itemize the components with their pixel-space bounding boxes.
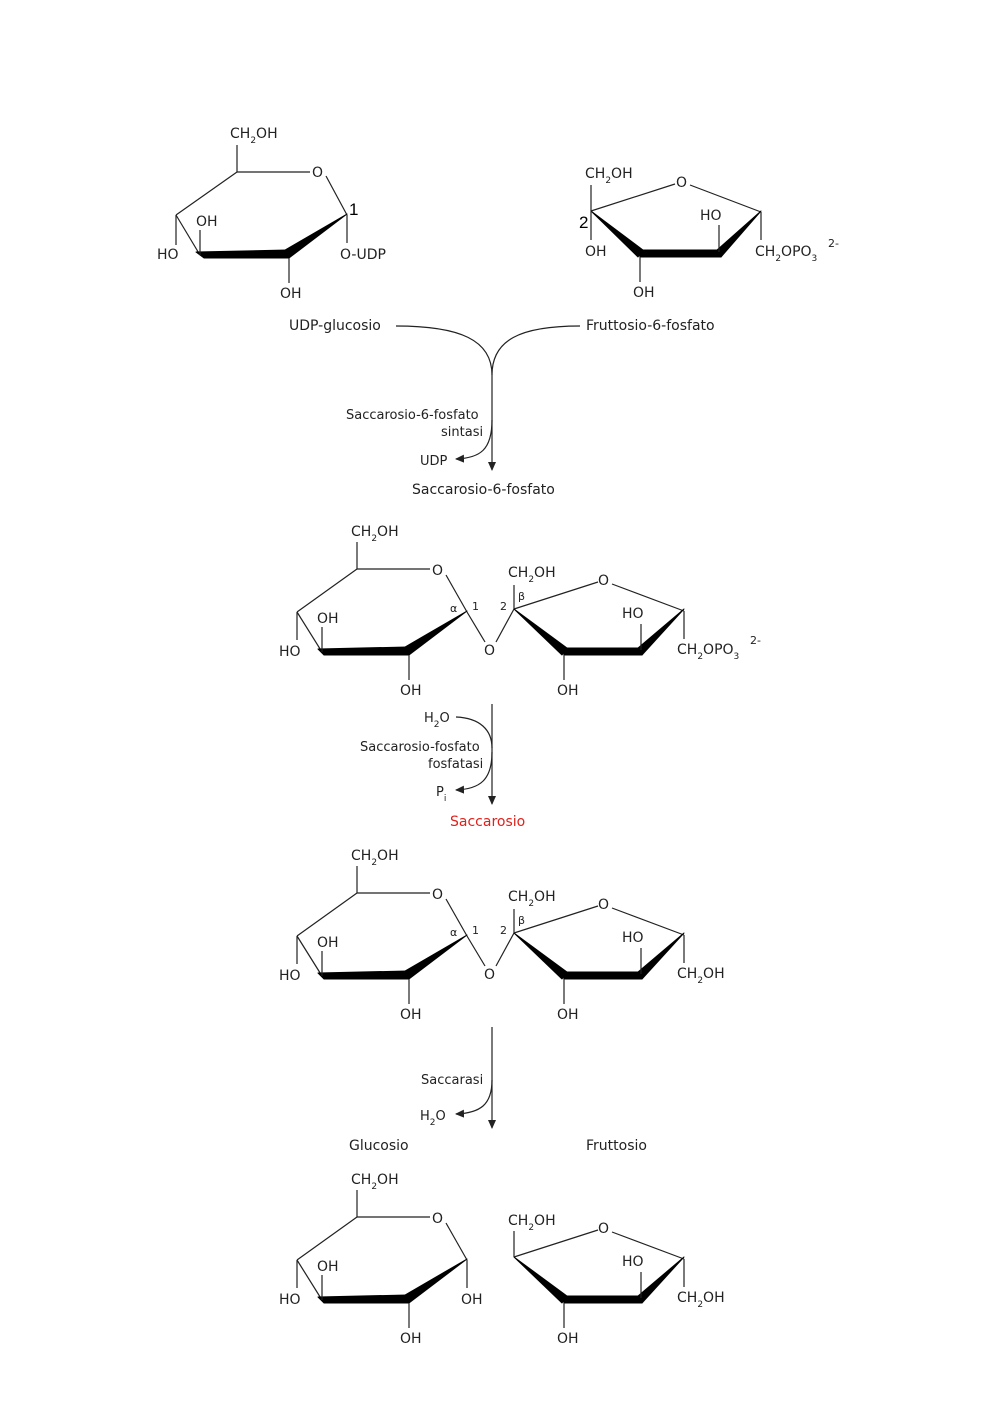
ring-oxygen: O bbox=[598, 573, 609, 589]
ho-text: HO bbox=[622, 930, 644, 946]
fructose-6-phosphate-label: Fruttosio-6-fosfato bbox=[586, 318, 715, 334]
ring-oxygen: O bbox=[432, 887, 443, 903]
glucose-structure: CH2OH O OH HO OH OH bbox=[279, 1172, 483, 1347]
ho-text: HO bbox=[700, 208, 722, 224]
udp-byproduct: UDP bbox=[420, 454, 448, 469]
charge-text: 2- bbox=[750, 634, 761, 647]
step3-reaction: Saccarasi H2O Glucosio Fruttosio bbox=[349, 1027, 647, 1154]
beta-label: β bbox=[518, 914, 525, 927]
step1-reaction: UDP-glucosio Fruttosio-6-fosfato Saccaro… bbox=[289, 318, 715, 498]
carbon-1-number: 1 bbox=[472, 924, 479, 937]
oh-text: OH bbox=[557, 1331, 579, 1347]
ch2opo3-text: CH2OPO3 bbox=[677, 642, 739, 662]
carbon-1-number: 1 bbox=[349, 200, 358, 219]
phosphate-byproduct: Pi bbox=[436, 785, 446, 804]
carbon-1-number: 1 bbox=[472, 600, 479, 613]
sucrose-structure: CH2OH O OH HO OH α 1 O 2 CH2OH β O HO OH… bbox=[279, 848, 725, 1023]
oh-text: OH bbox=[400, 1007, 422, 1023]
carbon-2-number: 2 bbox=[579, 213, 588, 232]
sucrose-label: Saccarosio bbox=[450, 814, 525, 830]
glycosidic-oxygen: O bbox=[484, 643, 495, 659]
udp-glucose-structure: CH2OH O 1 OH HO OH O-UDP bbox=[157, 126, 386, 302]
glucose-label: Glucosio bbox=[349, 1138, 409, 1154]
carbon-2-number: 2 bbox=[500, 924, 507, 937]
ring-oxygen: O bbox=[432, 1211, 443, 1227]
oh-text: OH bbox=[317, 611, 339, 627]
water-input: H2O bbox=[424, 711, 450, 730]
ch2oh-text: CH2OH bbox=[585, 166, 633, 186]
glycosidic-oxygen: O bbox=[484, 967, 495, 983]
oh-text: OH bbox=[557, 683, 579, 699]
ch2opo3-text: CH2OPO3 bbox=[755, 244, 817, 264]
ring-oxygen: O bbox=[432, 563, 443, 579]
oh-text: OH bbox=[317, 1259, 339, 1275]
ch2oh-text: CH2OH bbox=[230, 126, 278, 146]
ring-oxygen: O bbox=[312, 165, 323, 181]
ho-text: HO bbox=[622, 606, 644, 622]
ho-text: HO bbox=[279, 1292, 301, 1308]
ch2oh-text: CH2OH bbox=[508, 889, 556, 909]
ho-text: HO bbox=[279, 644, 301, 660]
ring-oxygen: O bbox=[598, 1221, 609, 1237]
oh-text: OH bbox=[557, 1007, 579, 1023]
ho-text: HO bbox=[622, 1254, 644, 1270]
enzyme1-line2: sintasi bbox=[441, 425, 483, 440]
ch2oh-text: CH2OH bbox=[677, 966, 725, 986]
alpha-label: α bbox=[450, 602, 457, 615]
ch2oh-text: CH2OH bbox=[351, 1172, 399, 1192]
oh-text: OH bbox=[196, 214, 218, 230]
ch2oh-text: CH2OH bbox=[508, 565, 556, 585]
ho-text: HO bbox=[157, 247, 179, 263]
fructose-6-phosphate-structure: CH2OH O 2 HO OH OH CH2OPO3 2- bbox=[579, 166, 839, 301]
ring-oxygen: O bbox=[676, 175, 687, 191]
enzyme1-line1: Saccarosio-6-fosfato bbox=[346, 408, 479, 423]
oh-text: OH bbox=[317, 935, 339, 951]
carbon-2-number: 2 bbox=[500, 600, 507, 613]
enzyme3-label: Saccarasi bbox=[421, 1073, 483, 1088]
ch2oh-text: CH2OH bbox=[677, 1290, 725, 1310]
ring-oxygen: O bbox=[598, 897, 609, 913]
udp-glucose-label: UDP-glucosio bbox=[289, 318, 381, 334]
sucrose-6-phosphate-structure: CH2OH O OH HO OH α 1 O 2 CH2OH β O HO OH… bbox=[279, 524, 761, 699]
enzyme2-line1: Saccarosio-fosfato bbox=[360, 740, 480, 755]
oh-text: OH bbox=[461, 1292, 483, 1308]
oh-text: OH bbox=[400, 1331, 422, 1347]
step2-reaction: H2O Saccarosio-fosfato fosfatasi Pi Sacc… bbox=[360, 704, 525, 830]
water-byproduct: H2O bbox=[420, 1109, 446, 1128]
alpha-label: α bbox=[450, 926, 457, 939]
oh-text: OH bbox=[585, 244, 607, 260]
sucrose-6-phosphate-label: Saccarosio-6-fosfato bbox=[412, 482, 555, 498]
ch2oh-text: CH2OH bbox=[351, 848, 399, 868]
ho-text: HO bbox=[279, 968, 301, 984]
ch2oh-text: CH2OH bbox=[351, 524, 399, 544]
beta-label: β bbox=[518, 590, 525, 603]
oh-text: OH bbox=[400, 683, 422, 699]
ch2oh-text: CH2OH bbox=[508, 1213, 556, 1233]
charge-text: 2- bbox=[828, 237, 839, 250]
fructose-label: Fruttosio bbox=[586, 1138, 647, 1154]
enzyme2-line2: fosfatasi bbox=[428, 757, 483, 772]
fructose-structure: CH2OH O HO OH CH2OH bbox=[508, 1213, 725, 1347]
o-udp-text: O-UDP bbox=[340, 247, 386, 263]
oh-text: OH bbox=[280, 286, 302, 302]
oh-text: OH bbox=[633, 285, 655, 301]
